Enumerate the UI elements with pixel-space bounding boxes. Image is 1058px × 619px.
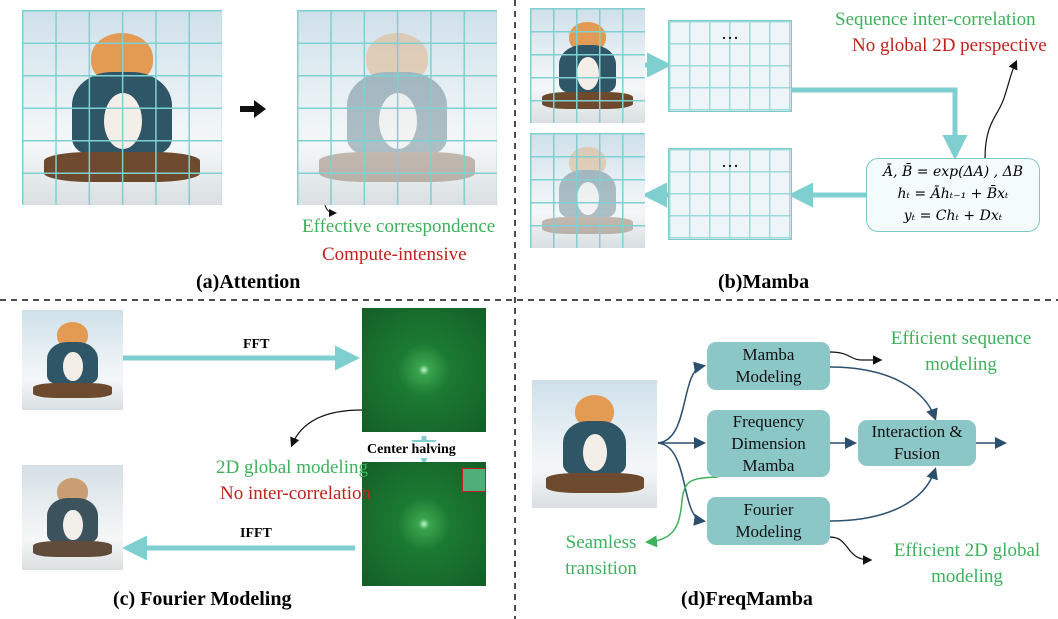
ifft-label: IFFT [240,526,272,541]
mamba-title: (b)Mamba [718,271,810,293]
ssm-formula-box: Ā, B̄ = exp(ΔA) , ΔB hₜ = Āhₜ₋₁ + B̄xₜ y… [866,158,1040,232]
mamba-note-bad: No global 2D perspective [852,35,1047,56]
fourier-modeling-box: Fourier Modeling [707,497,830,545]
fourier-input-image [22,310,123,410]
attention-input-image [22,10,222,205]
attention-note-good: Effective correspondence [302,216,496,237]
freqmamba-note-seamless: Seamless transition [565,532,637,579]
ellipsis: … [721,23,739,43]
ellipsis: … [721,151,739,171]
halved-spectrum [362,462,486,586]
attention-note-bad: Compute-intensive [322,244,467,265]
fourier-note-good: 2D global modeling [216,457,368,478]
right-arrow-icon [240,100,266,118]
attention-output-image [297,10,497,205]
freqmamba-note-2d: Efficient 2D global modeling [893,540,1041,587]
formula-line: Ā, B̄ = exp(ΔA) , ΔB [883,164,1023,180]
frequency-dimension-mamba-box: Frequency Dimension Mamba [707,410,830,477]
fourier-note-bad: No inter-correlation [220,483,372,504]
formula-line: yₜ = Chₜ + Dxₜ [903,208,1003,224]
formula-line: hₜ = Āhₜ₋₁ + B̄xₜ [897,186,1009,202]
mamba-input-image [530,8,645,123]
fft-spectrum [362,308,486,432]
fourier-title: (c) Fourier Modeling [113,588,292,610]
freqmamba-title: (d)FreqMamba [681,588,813,610]
attention-title: (a)Attention [196,271,301,293]
mamba-sequence-strip: … [668,20,792,112]
center-halving-label: Center halving [367,442,456,458]
mamba-modeling-box: Mamba Modeling [707,342,830,390]
zoom-inset [462,468,486,492]
mamba-output-image [530,133,645,248]
fourier-output-image [22,465,123,570]
freqmamba-input-image [532,380,657,508]
fft-label: FFT [243,337,270,352]
mamba-sequence-strip-output: … [668,148,792,240]
freqmamba-note-sequence: Efficient sequence modeling [890,328,1032,375]
mamba-note-good: Sequence inter-correlation [835,9,1036,30]
interaction-fusion-box: Interaction & Fusion [858,420,976,466]
